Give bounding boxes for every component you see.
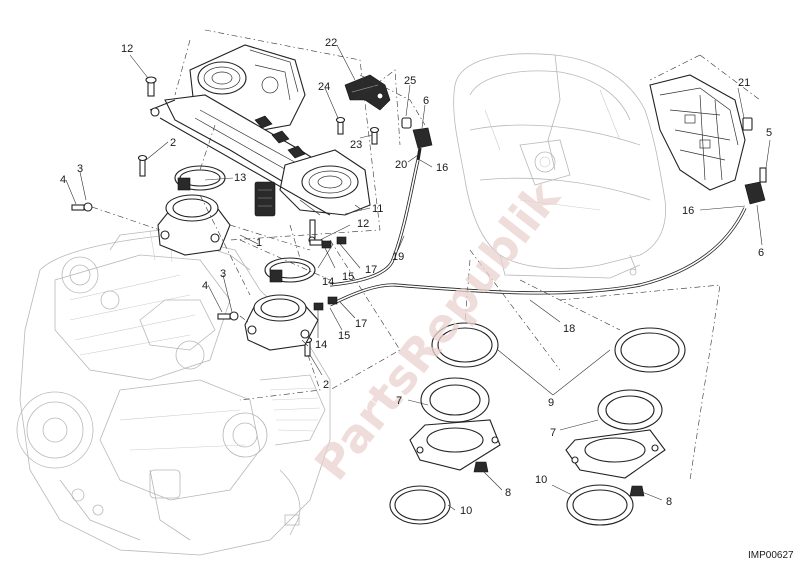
callout-5: 5 — [766, 127, 772, 139]
callout-6-left: 6 — [423, 95, 429, 107]
engine-block — [16, 229, 331, 556]
callout-14-top: 14 — [322, 276, 334, 288]
airbox-housing — [453, 53, 666, 279]
pressure-sensors — [412, 127, 767, 205]
callout-3-bottom: 3 — [220, 268, 226, 280]
callout-3-top: 3 — [77, 163, 83, 175]
callout-7-left: 7 — [396, 395, 402, 407]
callout-15-bottom: 15 — [338, 330, 350, 342]
callout-19: 19 — [392, 251, 404, 263]
callout-24: 24 — [318, 81, 330, 93]
vacuum-hoses — [313, 159, 747, 311]
air-funnels — [389, 322, 686, 526]
assembly-lines — [91, 29, 761, 481]
callout-12-top: 12 — [121, 43, 133, 55]
callout-16-left: 16 — [436, 162, 448, 174]
callout-10-right: 10 — [535, 474, 547, 486]
callout-17-top: 17 — [365, 264, 377, 276]
callout-7-right: 7 — [550, 427, 556, 439]
manifolds-and-clamps — [157, 165, 319, 351]
callout-25: 25 — [404, 75, 416, 87]
ecu-bracket — [649, 74, 753, 191]
callout-6-right: 6 — [758, 247, 764, 259]
callout-15-top: 15 — [342, 271, 354, 283]
callout-labels: 12 2 3 4 13 1 3 4 14 2 22 24 23 25 6 20 … — [60, 37, 772, 517]
callout-1: 1 — [256, 237, 262, 249]
callout-14-bottom: 14 — [315, 339, 327, 351]
callout-11: 11 — [372, 203, 383, 215]
sensor-bracket — [344, 74, 391, 111]
callout-20: 20 — [395, 159, 407, 171]
callout-12-right: 12 — [357, 218, 369, 230]
callout-17-bottom: 17 — [355, 318, 367, 330]
callout-4-bottom: 4 — [202, 280, 208, 292]
callout-2-bottom: 2 — [323, 379, 329, 391]
callout-8-right: 8 — [666, 496, 672, 508]
callout-10-left: 10 — [460, 505, 472, 517]
fasteners — [71, 76, 412, 357]
callout-23: 23 — [350, 139, 362, 151]
callout-21: 21 — [738, 77, 750, 89]
drawing-code: IMP00627 — [748, 550, 794, 561]
callout-22: 22 — [325, 37, 337, 49]
callout-13: 13 — [234, 172, 246, 184]
callout-16-right: 16 — [682, 205, 694, 217]
throttle-body-assembly — [149, 44, 371, 244]
callout-8-left: 8 — [505, 487, 511, 499]
callout-2-top: 2 — [170, 137, 176, 149]
callout-9: 9 — [548, 397, 554, 409]
callout-4-top: 4 — [60, 174, 66, 186]
leader-lines — [65, 44, 771, 511]
callout-18: 18 — [563, 323, 575, 335]
